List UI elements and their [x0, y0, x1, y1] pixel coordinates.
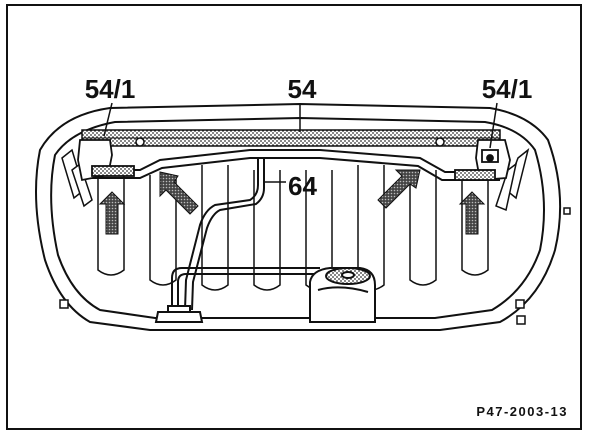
- drain-valve: [154, 305, 204, 323]
- arrow-icon: [159, 171, 199, 215]
- arrow-icon: [98, 191, 126, 235]
- drain-outlet: [309, 267, 376, 323]
- drain-hose: [184, 158, 265, 311]
- drain-frame: [85, 149, 500, 181]
- label-left-bracket: 54/1: [85, 74, 136, 104]
- left-bracket: [77, 139, 135, 182]
- arrow-icon: [98, 191, 126, 235]
- mounting-tabs: [59, 207, 571, 325]
- right-bracket: [454, 139, 511, 181]
- arrow-icon: [377, 169, 421, 209]
- label-right-bracket: 54/1: [482, 74, 533, 104]
- label-drain-hose: 64: [288, 171, 317, 201]
- arrow-icon: [377, 169, 421, 209]
- leader-lines: [103, 102, 498, 183]
- diagram-frame: [6, 4, 582, 430]
- bolts: [135, 137, 445, 147]
- figure-code: P47-2003-13: [476, 404, 568, 419]
- arrow-icon: [458, 191, 486, 235]
- arrow-icon: [458, 191, 486, 235]
- label-center-channel: 54: [288, 74, 317, 104]
- lower-hose: [171, 267, 320, 310]
- arrow-icon: [159, 171, 199, 215]
- side-slots: [61, 148, 530, 212]
- outer-panel: [35, 102, 562, 331]
